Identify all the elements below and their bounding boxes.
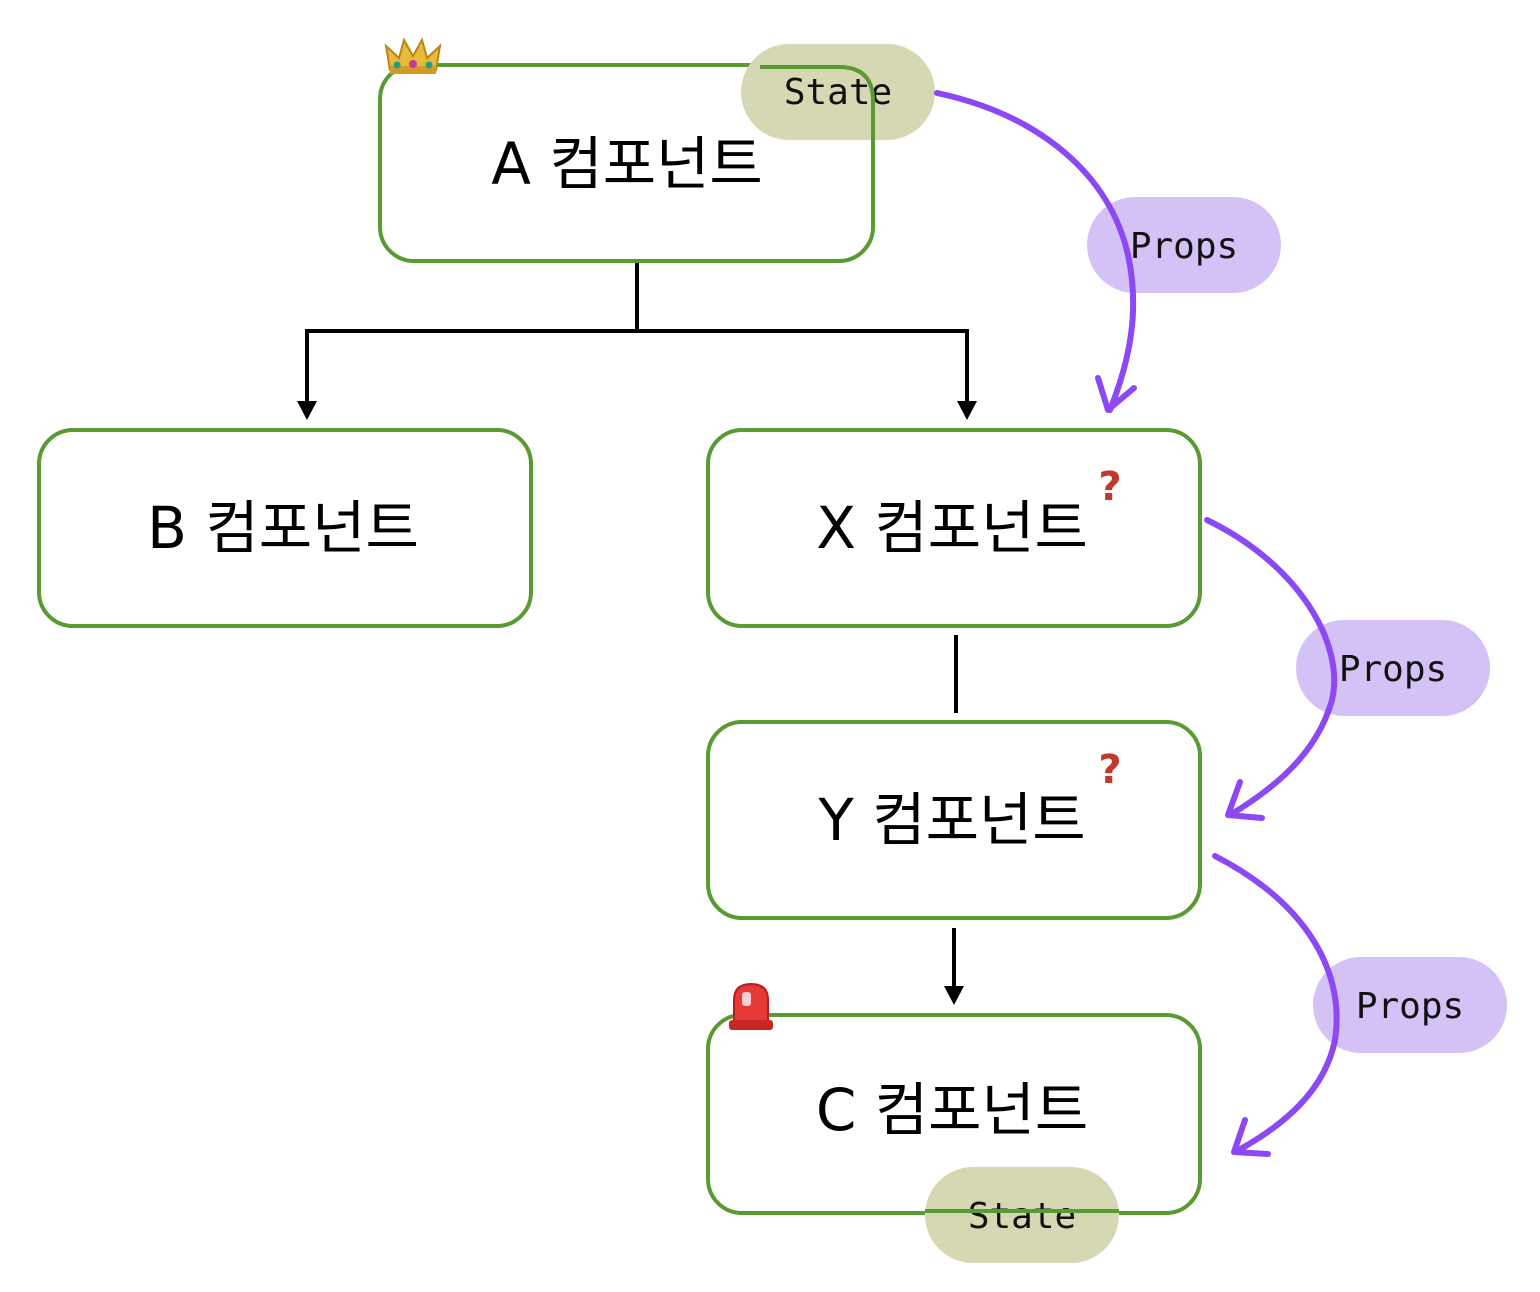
node-a-label: A 컴포넌트 — [491, 130, 763, 198]
props-arrow-2 — [1204, 517, 1338, 818]
props-arrow-1 — [934, 90, 1137, 413]
siren-icon — [729, 982, 773, 1030]
props-arrow-1-head — [1095, 375, 1137, 413]
node-a-box-edge-overlay — [760, 65, 875, 140]
node-x-question-mark: ? — [1098, 464, 1121, 510]
props-pill-2-label: Props — [1339, 649, 1447, 690]
node-x-box — [706, 428, 1202, 628]
props-pill-3-label: Props — [1356, 986, 1464, 1027]
props-pill-1: Props — [1087, 197, 1281, 293]
crown-icon-gem-right — [425, 61, 433, 69]
arrowhead-to-x — [957, 401, 977, 420]
crown-icon — [384, 37, 442, 74]
arrowhead-to-b — [297, 401, 317, 420]
connector-arrowheads — [297, 401, 977, 1005]
node-x-label: X 컴포넌트 — [816, 494, 1088, 562]
props-pill-2: Props — [1296, 620, 1490, 716]
arrowhead-to-c — [944, 986, 964, 1005]
props-pill-2-bg — [1296, 620, 1490, 716]
node-y-label: Y 컴포넌트 — [817, 786, 1085, 854]
state-pill-bottom-label: State — [968, 1196, 1076, 1237]
siren-icon-highlight — [742, 992, 751, 1006]
node-y-question-mark: ? — [1098, 747, 1121, 793]
tree-connectors — [305, 262, 969, 988]
component-boxes — [37, 63, 1202, 1215]
props-arrows — [934, 90, 1340, 1157]
state-pill-bottom-bg — [925, 1167, 1119, 1263]
props-arrow-3 — [1212, 853, 1340, 1155]
node-y-box — [706, 720, 1202, 920]
props-pill-1-bg — [1087, 197, 1281, 293]
state-pill-top-label: State — [784, 72, 892, 113]
crown-icon-gem-left — [393, 61, 401, 69]
node-c-label: C 컴포넌트 — [816, 1076, 1088, 1144]
crown-icon-gem-center — [409, 60, 417, 68]
props-pill-1-label: Props — [1130, 226, 1238, 267]
crown-icon-body — [384, 37, 442, 71]
state-pill-top: State — [741, 44, 935, 140]
props-arrow-2-head — [1225, 779, 1265, 821]
state-pill-bottom: State — [925, 1167, 1119, 1263]
props-pill-3-bg — [1313, 957, 1507, 1053]
siren-icon-base — [729, 1020, 773, 1030]
node-b-label: B 컴포넌트 — [147, 494, 419, 562]
node-b-box — [37, 428, 533, 628]
props-arrow-3-head — [1231, 1117, 1271, 1157]
crown-icon-band — [390, 66, 436, 74]
props-pill-3: Props — [1313, 957, 1507, 1053]
